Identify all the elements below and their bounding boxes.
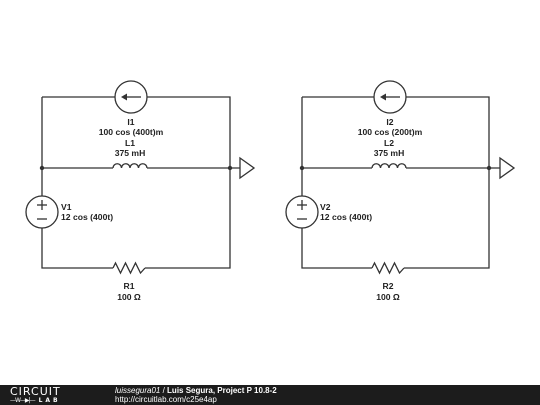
current-source-name: I1 <box>127 117 134 127</box>
output-port-icon[interactable] <box>499 156 516 180</box>
voltage-source-name: V1 <box>61 202 72 212</box>
circuit-2: I2 100 cos (200t)m L2 375 mH V2 12 cos (… <box>285 80 516 302</box>
project-title: Luis Segura, Project P 10.8-2 <box>167 386 277 395</box>
junction-dot <box>227 165 233 171</box>
resistor-value: 100 Ω <box>376 292 400 302</box>
resistor-name: R2 <box>383 281 394 291</box>
project-meta: luissegura01 / Luis Segura, Project P 10… <box>115 386 277 404</box>
resistor-value: 100 Ω <box>117 292 141 302</box>
current-source-value: 100 cos (200t)m <box>358 127 423 137</box>
arrow-left-icon <box>121 93 141 101</box>
meta-separator: / <box>160 386 168 395</box>
voltage-source-name: V2 <box>320 202 331 212</box>
voltage-source-v1[interactable] <box>25 195 59 229</box>
current-source-i1[interactable] <box>114 80 148 114</box>
wire <box>41 96 240 269</box>
schematic-canvas: I1 100 cos (400t)m L1 375 mH V1 12 cos (… <box>25 80 516 302</box>
inductor-name: L2 <box>384 138 394 148</box>
plus-icon <box>297 200 307 210</box>
junction-dot <box>299 165 305 171</box>
voltage-source-value: 12 cos (400t) <box>61 212 113 222</box>
wire <box>301 96 500 269</box>
logo-circuit-icon: —W—▶|— <box>10 397 36 404</box>
voltage-source-value: 12 cos (400t) <box>320 212 372 222</box>
inductor-l1[interactable] <box>112 163 148 169</box>
junction-dot <box>486 165 492 171</box>
arrow-left-icon <box>380 93 400 101</box>
author-link[interactable]: luissegura01 <box>115 386 161 395</box>
logo-wordmark: CIRCUIT <box>10 385 61 398</box>
junction-dot <box>39 165 45 171</box>
resistor-r1[interactable] <box>112 261 146 275</box>
inductor-value: 375 mH <box>115 148 146 158</box>
footer-bar: CIRCUIT —W—▶|—LAB luissegura01 / Luis Se… <box>0 385 540 405</box>
circuit-1: I1 100 cos (400t)m L1 375 mH V1 12 cos (… <box>25 80 256 302</box>
resistor-name: R1 <box>124 281 135 291</box>
voltage-source-v2[interactable] <box>285 195 319 229</box>
logo-lab-text: LAB <box>38 397 61 404</box>
current-source-value: 100 cos (400t)m <box>99 127 164 137</box>
current-source-i2[interactable] <box>373 80 407 114</box>
inductor-value: 375 mH <box>374 148 405 158</box>
resistor-r2[interactable] <box>371 261 405 275</box>
inductor-l2[interactable] <box>371 163 407 169</box>
plus-icon <box>37 200 47 210</box>
project-url[interactable]: http://circuitlab.com/c25e4ap <box>115 395 217 404</box>
current-source-name: I2 <box>386 117 393 127</box>
circuitlab-logo[interactable]: CIRCUIT —W—▶|—LAB <box>10 386 105 404</box>
inductor-name: L1 <box>125 138 135 148</box>
output-port-icon[interactable] <box>239 156 256 180</box>
